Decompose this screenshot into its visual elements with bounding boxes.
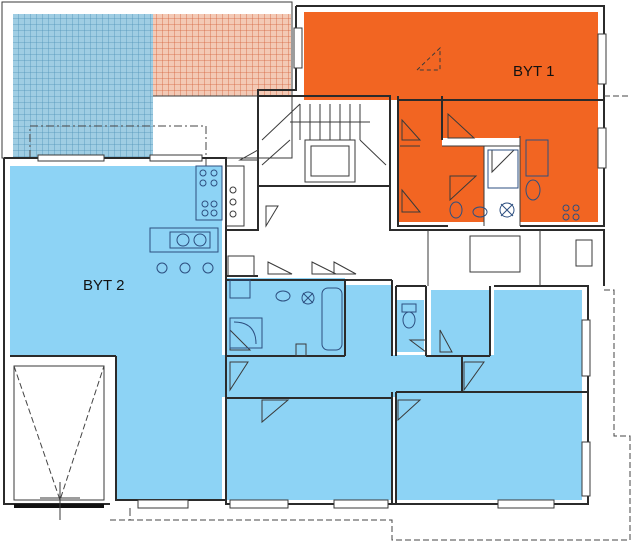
fixtures [149, 139, 593, 351]
windows [37, 27, 607, 509]
byt1-hall [398, 100, 484, 222]
kitchen-island [149, 227, 219, 253]
byt2-wc [396, 300, 424, 352]
byt2-bedroom-1 [227, 397, 392, 500]
byt2-label: BYT 2 [83, 277, 124, 294]
site-boundary [110, 95, 631, 541]
garage-bay [13, 365, 105, 520]
byt2-bathroom [227, 278, 345, 355]
terrace-paving-blue [13, 14, 153, 158]
doors [229, 46, 516, 424]
byt2-living-kitchen [10, 166, 222, 500]
byt1-label: BYT 1 [513, 63, 554, 80]
staircase [261, 103, 387, 166]
unit-byt2: BYT 2 [10, 166, 582, 500]
walls [3, 5, 605, 505]
byt2-bedroom-2 [397, 390, 582, 500]
terrace-paving-orange [153, 14, 291, 96]
terrace [1, 1, 293, 170]
byt2-room-east [431, 290, 582, 390]
byt2-corridor [345, 285, 392, 355]
kitchen-counter [195, 165, 223, 221]
byt1-living [304, 12, 598, 100]
